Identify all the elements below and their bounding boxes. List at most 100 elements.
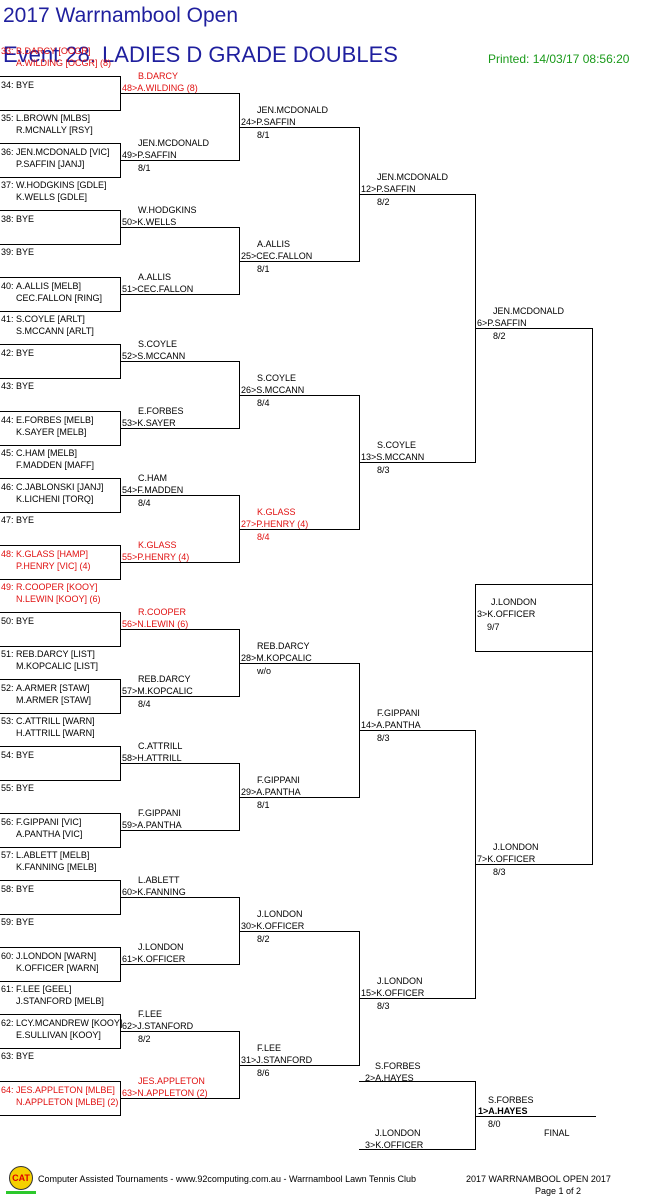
draw-number: 57: [1,850,14,860]
r3-score: 8/6 [257,1068,270,1078]
r2-score: 8/4 [138,699,151,709]
r3-winner-b: 28>M.KOPCALIC [241,653,312,663]
r1-line [0,478,120,479]
r5-winner-a: J.LONDON [493,842,539,852]
r1-team-player-b: H.ATTRILL [WARN] [16,728,95,738]
r6-box-left [475,584,476,652]
r4-line [359,462,475,463]
draw-number: 45: [1,448,14,458]
r4-line [359,730,475,731]
r6-winner-a: J.LONDON [491,597,537,607]
r2-winner-a: B.DARCY [138,71,179,81]
r1-line [0,311,120,312]
playoff-team-a-player-a: S.FORBES [375,1061,421,1071]
r4-score: 8/3 [377,1001,390,1011]
r1-team-player-b: F.MADDEN [MAFF] [16,460,94,470]
r1-team-player-a: BYE [16,917,35,927]
r1-team-player-a: JEN.MCDONALD [VIC] [16,147,110,157]
r1-line [0,713,120,714]
r6-box-bottom [475,651,592,652]
r2-line [120,629,239,630]
draw-number: 49: [1,582,14,592]
r2-winner-a: C.HAM [138,473,167,483]
r2-winner-a: K.GLASS [138,540,177,550]
r1-team-player-b: A.WILDING [OCGR] (8) [16,58,112,68]
r1-line [0,646,120,647]
r2-score: 8/2 [138,1034,151,1044]
draw-number: 33: [1,46,14,56]
r1-line [0,110,120,111]
r1-team-player-a: BYE [16,80,35,90]
r1-line [0,981,120,982]
r1-line [0,445,120,446]
r2-score: 8/1 [138,163,151,173]
r3-score: 8/1 [257,800,270,810]
r1-team-player-a: E.FORBES [MELB] [16,415,94,425]
r1-line [0,813,120,814]
draw-number: 47: [1,515,14,525]
r5-winner-a: JEN.MCDONALD [493,306,565,316]
r4-score: 8/3 [377,465,390,475]
draw-number: 43: [1,381,14,391]
playoff-winner-b: 1>A.HAYES [478,1106,528,1116]
r1-team-player-b: K.LICHENI [TORQ] [16,494,94,504]
final-label: FINAL [544,1128,570,1138]
r1-team-player-b: A.PANTHA [VIC] [16,829,83,839]
r3-winner-a: F.GIPPANI [257,775,300,785]
r3-winner-b: 27>P.HENRY (4) [241,519,309,529]
r1-team-player-b: P.HENRY [VIC] (4) [16,561,91,571]
r1-team-player-b: R.MCNALLY [RSY] [16,125,93,135]
r1-line [0,411,120,412]
r1-line [0,143,120,144]
r3-line [239,261,359,262]
r5-winner-b: 7>K.OFFICER [477,854,536,864]
r3-winner-a: J.LONDON [257,909,303,919]
r2-winner-b: 58>H.ATTRILL [122,753,182,763]
playoff-connector [475,1081,476,1150]
r3-winner-a: K.GLASS [257,507,296,517]
playoff-team-b-player-b: 3>K.OFFICER [365,1140,424,1150]
r1-line [0,1014,120,1015]
footer-page: Page 1 of 2 [535,1186,582,1196]
r1-line [0,1081,120,1082]
r2-line [120,294,239,295]
r1-team-player-a: BYE [16,884,35,894]
r1-team-player-b: S.MCCANN [ARLT] [16,326,94,336]
r2-winner-b: 48>A.WILDING (8) [122,83,198,93]
draw-number: 37: [1,180,14,190]
r1-team-player-a: REB.DARCY [LIST] [16,649,95,659]
draw-number: 48: [1,549,14,559]
r6-winner-b: 3>K.OFFICER [477,609,536,619]
r1-team-player-b: N.APPLETON [MLBE] (2) [16,1097,119,1107]
draw-number: 55: [1,783,14,793]
r5-score: 8/2 [493,331,506,341]
r2-winner-b: 57>M.KOPCALIC [122,686,193,696]
r1-team-player-a: C.JABLONSKI [JANJ] [16,482,104,492]
r1-team-player-b: K.WELLS [GDLE] [16,192,88,202]
r2-line [120,361,239,362]
playoff-line-b [359,1149,475,1150]
r3-winner-b: 26>S.MCCANN [241,385,305,395]
r2-winner-a: F.LEE [138,1009,163,1019]
r3-winner-b: 24>P.SAFFIN [241,117,296,127]
r1-line [0,679,120,680]
r2-line [120,562,239,563]
r2-line [120,495,239,496]
r4-score: 8/3 [377,733,390,743]
playoff-winner-a: S.FORBES [488,1095,534,1105]
r2-winner-a: REB.DARCY [138,674,191,684]
r1-line [0,914,120,915]
r1-team-player-b: M.ARMER [STAW] [16,695,91,705]
playoff-result-line [475,1116,596,1117]
r1-team-player-a: BYE [16,1051,35,1061]
r3-score: 8/1 [257,264,270,274]
r2-winner-b: 56>N.LEWIN (6) [122,619,189,629]
r1-line [0,277,120,278]
r1-team-player-a: S.COYLE [ARLT] [16,314,85,324]
draw-number: 63: [1,1051,14,1061]
draw-number: 52: [1,683,14,693]
cat-logo-icon: CAT [9,1166,33,1190]
r6-score: 9/7 [487,622,500,632]
r1-team-player-a: BYE [16,750,35,760]
playoff-team-b-player-a: J.LONDON [375,1128,421,1138]
